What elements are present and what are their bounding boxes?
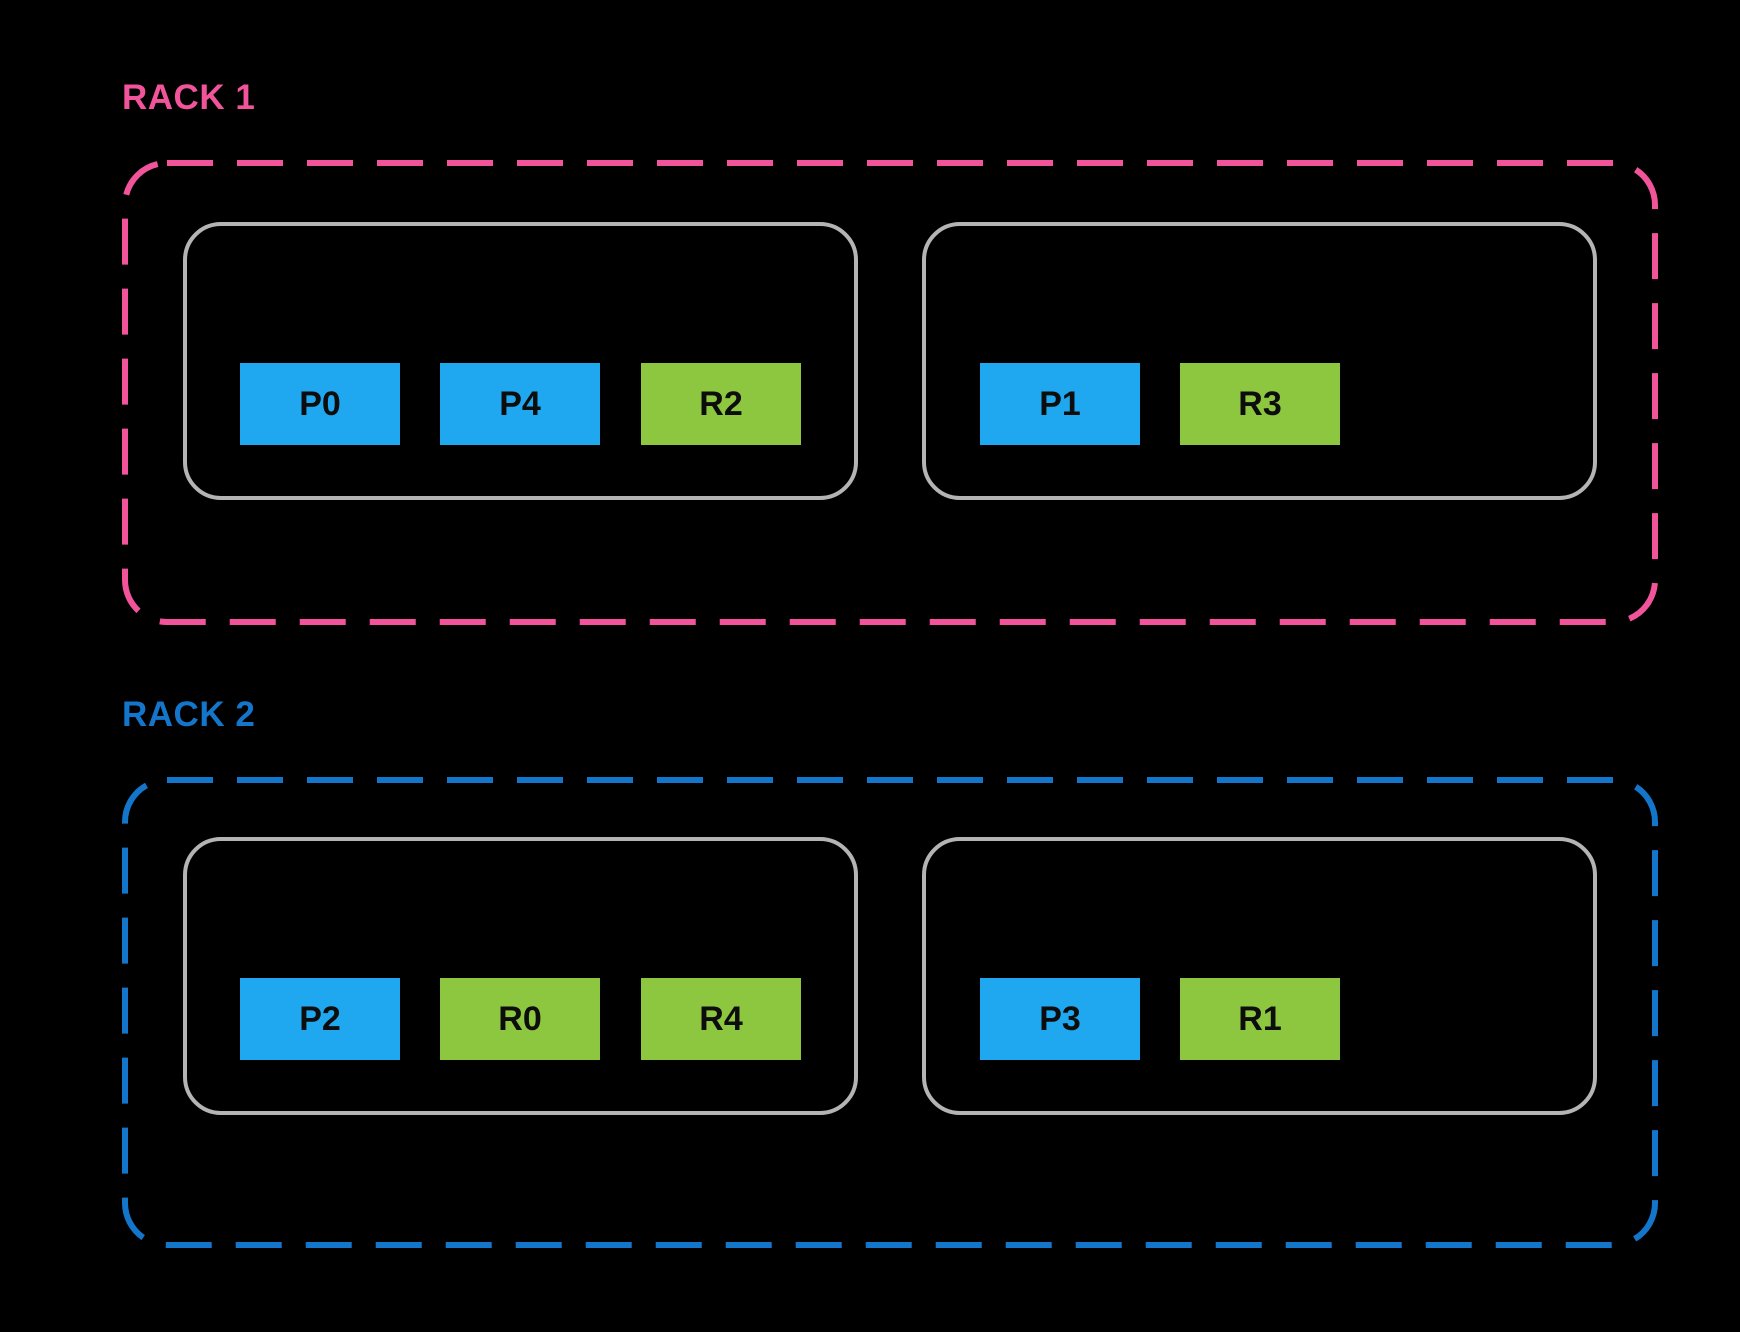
chip-r4: R4 [641, 978, 801, 1060]
chip-p4: P4 [440, 363, 600, 445]
chip-p1: P1 [980, 363, 1140, 445]
chip-r2: R2 [641, 363, 801, 445]
chip-p0: P0 [240, 363, 400, 445]
chip-p2: P2 [240, 978, 400, 1060]
rack-1-host-2: P1 R3 [922, 222, 1597, 500]
rack-1-label: RACK 1 [122, 78, 256, 117]
rack-1-boundary-outline [122, 160, 1658, 625]
rack-2-host-1: P2 R0 R4 [183, 837, 858, 1115]
rack-2-boundary [122, 777, 1658, 1248]
rack-2-host-2: P3 R1 [922, 837, 1597, 1115]
rack-1-boundary [122, 160, 1658, 625]
chip-r1: R1 [1180, 978, 1340, 1060]
chip-r0: R0 [440, 978, 600, 1060]
chip-r3: R3 [1180, 363, 1340, 445]
rack-2-label: RACK 2 [122, 695, 256, 734]
rack-1-host-1: P0 P4 R2 [183, 222, 858, 500]
rack-2-boundary-outline [122, 777, 1658, 1248]
chip-p3: P3 [980, 978, 1140, 1060]
